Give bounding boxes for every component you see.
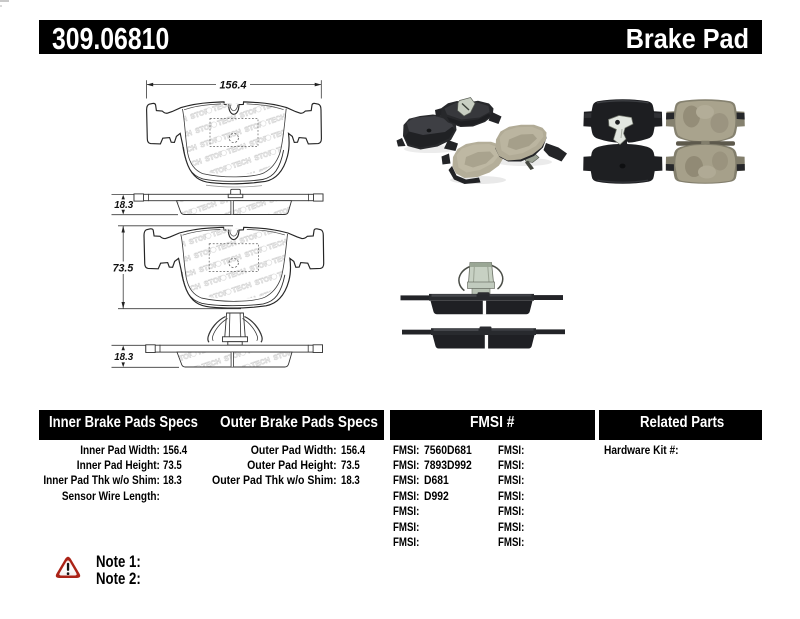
svg-text:73.5: 73.5 bbox=[113, 262, 135, 274]
svg-text:18.3: 18.3 bbox=[114, 200, 134, 211]
svg-text:18.3: 18.3 bbox=[114, 352, 134, 363]
svg-text:156.4: 156.4 bbox=[220, 79, 247, 91]
